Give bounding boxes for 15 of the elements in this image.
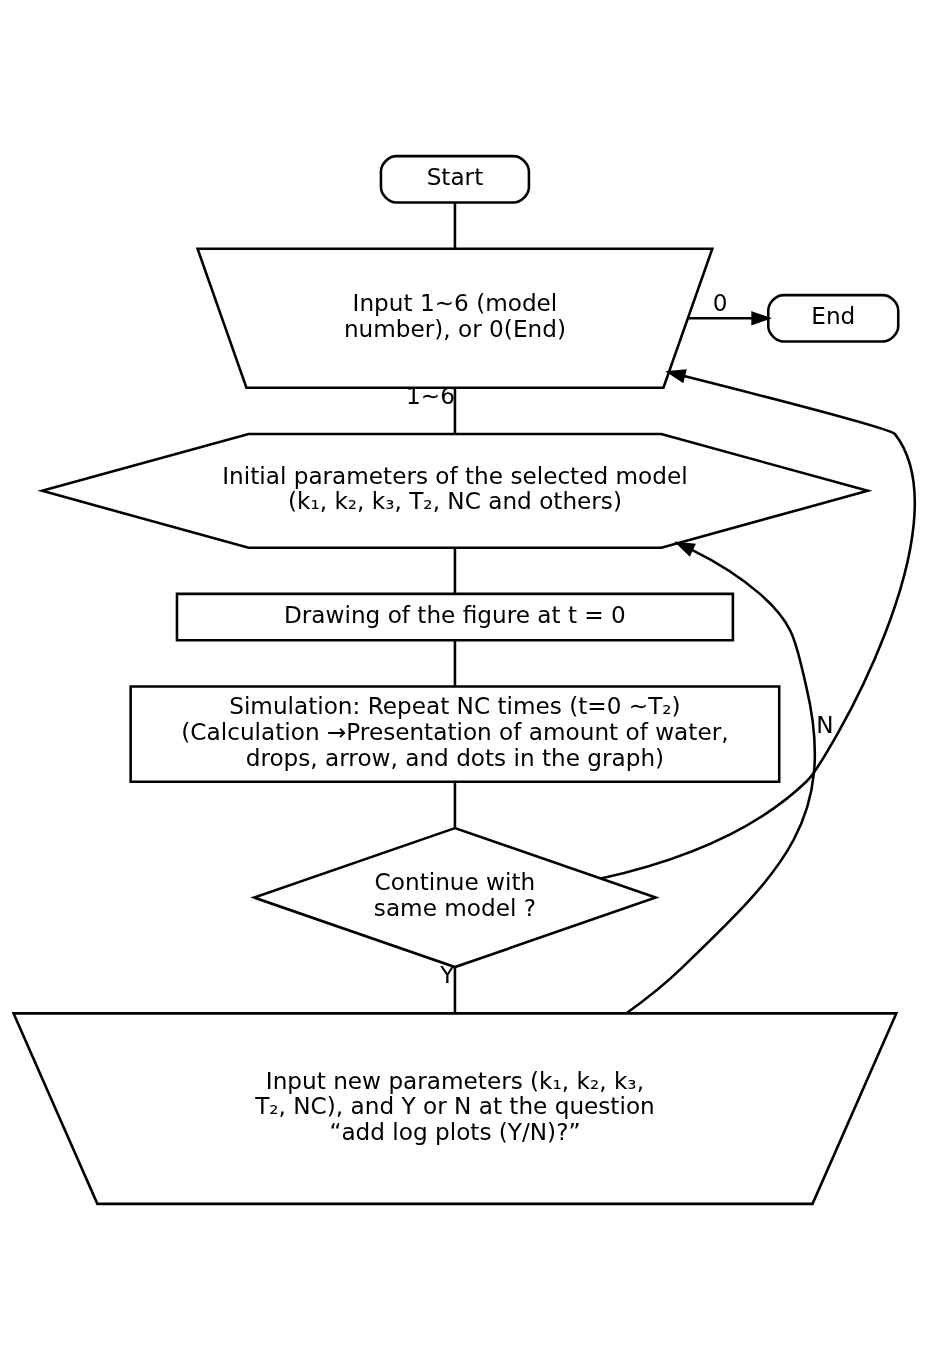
node-box: Start — [379, 154, 531, 204]
arrow — [600, 368, 916, 880]
node-box: End — [767, 293, 900, 343]
connector — [453, 547, 457, 593]
edge-label: 0 — [712, 289, 728, 316]
arrow — [688, 310, 772, 325]
node-box: Drawing of the figure at t = 0 — [175, 592, 735, 641]
connector — [453, 781, 457, 828]
connector — [453, 387, 457, 434]
arrow — [625, 541, 816, 1014]
connector — [453, 202, 457, 249]
node-box: Simulation: Repeat NC times (t=0 ∼T₂) (Calculation →Presentation of amount of water, drops, arrow, and dots in the graph) — [129, 684, 781, 783]
connector — [453, 639, 457, 686]
connector — [453, 966, 457, 1013]
edge-label: N — [816, 711, 834, 738]
